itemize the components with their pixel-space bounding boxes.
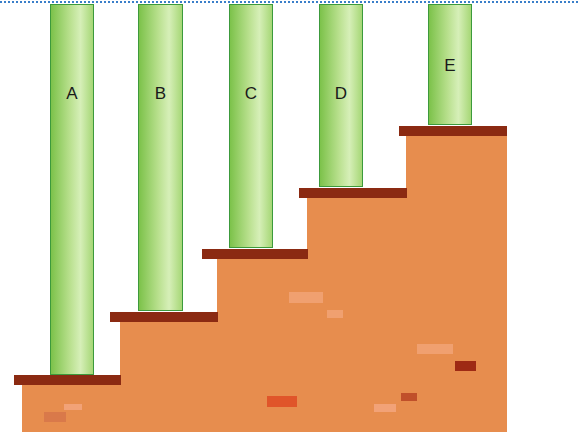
brick (267, 396, 297, 407)
brick (455, 361, 476, 371)
dotted-border (0, 1, 579, 3)
brick (44, 412, 66, 422)
cylinder-bar: B (138, 4, 183, 311)
stair-tread (14, 375, 121, 385)
bar-letter: C (230, 85, 272, 102)
cylinder-bar: A (50, 4, 94, 375)
brick (64, 404, 82, 410)
brick (401, 393, 417, 401)
stair-tread (299, 188, 407, 198)
bricks (44, 292, 476, 422)
bar-letter: B (139, 85, 182, 102)
brick (289, 292, 323, 303)
cylinder-bar: D (319, 4, 363, 187)
stair-tread (399, 126, 507, 136)
bar-letter: E (429, 57, 471, 74)
brick (417, 344, 453, 354)
cylinder-bar: E (428, 4, 472, 125)
bar-letter: D (320, 85, 362, 102)
bar-letter: A (51, 85, 93, 102)
brick (374, 404, 396, 412)
stair-tread (110, 312, 218, 322)
stair-tread (202, 249, 308, 259)
cylinder-bar: C (229, 4, 273, 248)
brick (327, 310, 343, 318)
